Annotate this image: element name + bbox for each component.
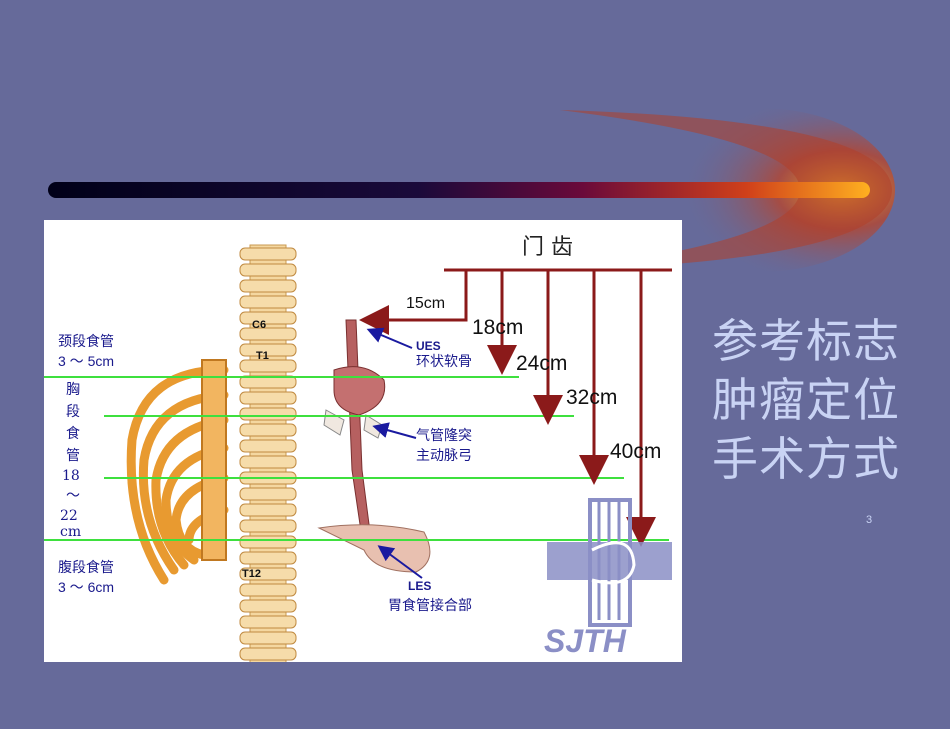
vertebra bbox=[239, 519, 297, 533]
vertebra bbox=[239, 343, 297, 357]
key-point-tumor-localization: 肿瘤定位 bbox=[712, 373, 900, 427]
vertebra bbox=[239, 295, 297, 309]
vertebra bbox=[239, 455, 297, 469]
vertebra bbox=[239, 391, 297, 405]
distance-arrows bbox=[359, 270, 656, 547]
thoracic-char: 管 bbox=[66, 448, 80, 464]
vertebra-label-c6: C6 bbox=[252, 319, 266, 331]
distance-label-18cm: 18cm bbox=[472, 316, 523, 339]
vertebra bbox=[239, 359, 297, 373]
slide-key-points: 参考标志 肿瘤定位 手术方式 bbox=[712, 312, 942, 489]
thoracic-char: 段 bbox=[66, 404, 80, 420]
page-number: 3 bbox=[866, 514, 873, 526]
vertebra bbox=[239, 647, 297, 661]
vertebra bbox=[239, 327, 297, 341]
comet-tail bbox=[560, 110, 892, 270]
rib-cage bbox=[126, 359, 229, 585]
vertebra-label-t1: T1 bbox=[256, 350, 269, 362]
vertebra bbox=[239, 583, 297, 597]
vertebra bbox=[239, 247, 297, 261]
thoracic-char: 22 bbox=[60, 508, 78, 524]
level-guide-lines bbox=[44, 376, 669, 541]
divider-bar bbox=[48, 182, 870, 198]
vertebra bbox=[239, 615, 297, 629]
abdominal-range-label: 3 ～ 6cm bbox=[58, 579, 114, 595]
vertebra bbox=[239, 439, 297, 453]
sjth-logo-text: SJTH bbox=[544, 623, 627, 659]
vertebra bbox=[239, 311, 297, 325]
les-label: LES bbox=[408, 579, 431, 593]
spine bbox=[239, 244, 297, 662]
gastroesophageal-junction-label: 胃食管接合部 bbox=[388, 597, 472, 614]
ues-label: UES bbox=[416, 339, 441, 353]
vertebra bbox=[239, 407, 297, 421]
aortic-arch bbox=[333, 366, 386, 416]
abdominal-segment-label: 腹段食管 bbox=[58, 559, 114, 576]
distance-label-24cm: 24cm bbox=[516, 352, 567, 375]
vertebra bbox=[239, 503, 297, 517]
vertebra bbox=[239, 423, 297, 437]
annotation-pointers bbox=[366, 327, 423, 579]
thoracic-char: 胸 bbox=[66, 382, 80, 398]
vertebra bbox=[239, 631, 297, 645]
distance-label-32cm: 32cm bbox=[566, 386, 617, 409]
esophagus bbox=[317, 319, 431, 573]
esophagus-anatomy-figure: C6 T1 T12 门 齿 bbox=[44, 220, 682, 662]
thoracic-char: ～ bbox=[66, 488, 80, 504]
vertebra bbox=[239, 279, 297, 293]
vertebra bbox=[239, 263, 297, 277]
cervical-range-label: 3 ～ 5cm bbox=[58, 353, 114, 369]
key-point-surgical-approach: 手术方式 bbox=[712, 432, 900, 486]
aortic-arch-label: 主动脉弓 bbox=[416, 448, 472, 464]
carina-label: 气管隆突 bbox=[416, 428, 472, 444]
trachea-bifurcation bbox=[323, 409, 345, 436]
key-point-reference-markers: 参考标志 bbox=[712, 314, 900, 368]
incisor-label: 门 齿 bbox=[522, 235, 573, 260]
cricoid-label: 环状软骨 bbox=[416, 354, 472, 370]
thoracic-char: cm bbox=[60, 524, 81, 540]
vertebra-label-t12: T12 bbox=[242, 568, 261, 580]
stomach bbox=[317, 524, 431, 573]
thoracic-char: 食 bbox=[66, 425, 80, 442]
thoracic-char: 18 bbox=[62, 468, 80, 484]
vertebra bbox=[239, 599, 297, 613]
vertebra bbox=[239, 551, 297, 565]
vertebra bbox=[239, 567, 297, 581]
thoracic-segment-label: 胸 段 食 管 18 ～ 22 cm bbox=[60, 382, 81, 540]
vertebra bbox=[239, 535, 297, 549]
sjth-logo: SJTH bbox=[544, 498, 672, 659]
distance-label-40cm: 40cm bbox=[610, 440, 661, 463]
distance-label-15cm: 15cm bbox=[406, 295, 445, 312]
vertebra bbox=[239, 487, 297, 501]
cervical-segment-label: 颈段食管 bbox=[58, 333, 114, 350]
